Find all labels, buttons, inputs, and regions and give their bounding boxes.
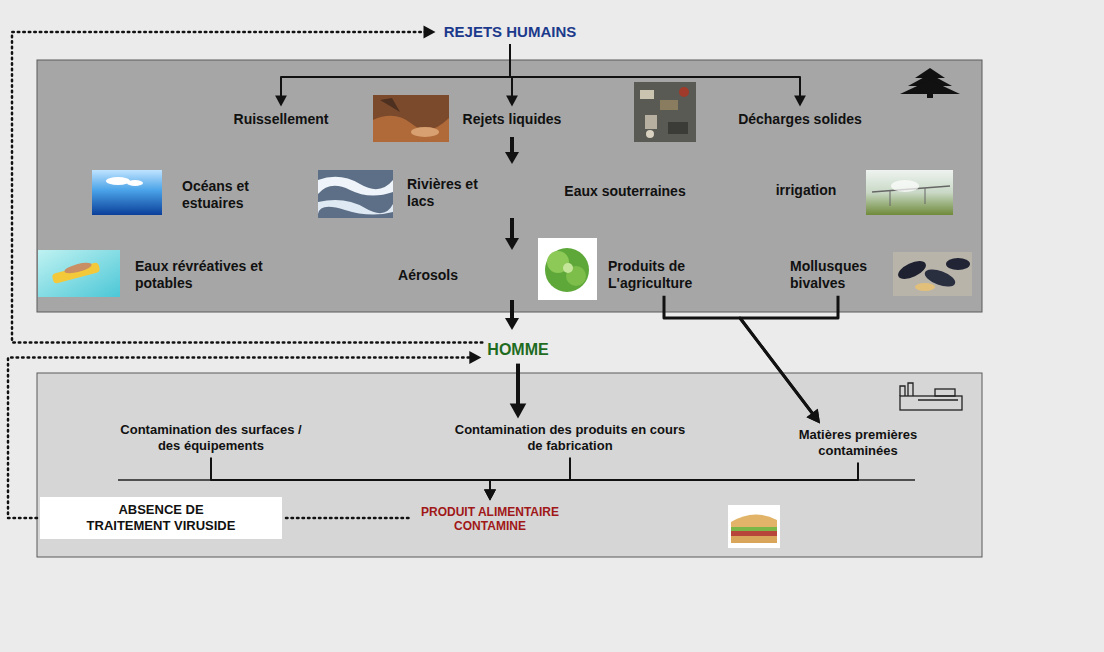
node-text: ABSENCE DE TRAITEMENT VIRUSIDE: [79, 502, 244, 533]
landfill-photo: [634, 82, 696, 142]
connector: [275, 44, 510, 107]
tree-icon: [900, 68, 960, 98]
arrow-head: [794, 96, 806, 107]
node-text: Contamination des produits en cours de f…: [450, 422, 690, 453]
flow-arrow: [505, 137, 519, 330]
connector-line: [286, 517, 410, 520]
connector: [664, 296, 820, 424]
arrow-head: [484, 490, 496, 501]
arrow-head: [510, 403, 527, 418]
arrow-head: [469, 351, 481, 364]
flow-label: Produits de L'agriculture: [606, 256, 722, 294]
arrow-head: [806, 409, 820, 424]
arrow-head: [506, 96, 518, 107]
connector: [740, 296, 838, 424]
connector-line: [490, 458, 570, 493]
node-text: REJETS HUMAINS: [442, 23, 579, 41]
arrow-head: [806, 409, 820, 424]
top-panel: [37, 60, 982, 312]
node-text: Décharges solides: [736, 111, 864, 128]
sewage-photo: [373, 95, 449, 142]
flow-label: Rejets liquides: [459, 109, 566, 130]
arrow-head: [484, 490, 496, 501]
connector: [510, 364, 527, 419]
node-text: Ruissellement: [232, 111, 331, 128]
lettuce-photo: [538, 238, 597, 300]
node-text: Océans et estuaires: [182, 178, 270, 212]
contamination-label: Contamination des surfaces / des équipem…: [109, 420, 313, 455]
flow-label: Décharges solides: [734, 109, 866, 130]
connector-line: [740, 296, 838, 416]
connector: [211, 458, 496, 501]
product-label: PRODUIT ALIMENTAIRE CONTAMINE: [414, 503, 566, 536]
connector: [484, 463, 858, 501]
factory-icon: [900, 383, 962, 410]
flow-label: Mollusques bivalves: [788, 256, 888, 294]
connector: [510, 44, 806, 107]
connector: [506, 44, 518, 107]
flow-label: Aérosols: [394, 265, 462, 286]
node-text: Aérosols: [396, 267, 460, 284]
ocean-photo: [92, 170, 162, 215]
node-text: irrigation: [774, 182, 839, 199]
arrow-head: [484, 490, 496, 501]
note-box: ABSENCE DE TRAITEMENT VIRUSIDE: [40, 497, 282, 539]
node-text: Eaux souterraines: [564, 183, 685, 200]
flow-label: Eaux souterraines: [562, 181, 687, 202]
node-text: Produits de L'agriculture: [608, 258, 720, 292]
node-text: Contamination des surfaces / des équipem…: [111, 422, 311, 453]
dotted-connector: [8, 351, 481, 518]
arrow-head: [424, 26, 436, 39]
node-text: Rivières et lacs: [407, 176, 495, 210]
connector-line: [211, 458, 490, 493]
pool-photo: [38, 250, 120, 297]
node-text: Matières premières contaminées: [784, 427, 932, 458]
connector-line: [516, 364, 520, 408]
contamination-label: Contamination des produits en cours de f…: [448, 420, 692, 455]
arrow-head: [275, 96, 287, 107]
contamination-label: Matières premières contaminées: [782, 425, 934, 460]
bottom-panel: [37, 373, 982, 557]
irrigation-photo: [866, 170, 953, 215]
source-label: REJETS HUMAINS: [440, 21, 581, 43]
node-text: Eaux révréatives et potables: [135, 258, 307, 292]
connector-line: [8, 358, 473, 518]
flow-label: Océans et estuaires: [180, 176, 272, 214]
mussel-photo: [893, 252, 972, 296]
node-text: Mollusques bivalves: [790, 258, 886, 292]
connector-line: [664, 296, 815, 416]
connector-line: [510, 44, 800, 99]
connector-line: [281, 44, 510, 99]
node-text: HOMME: [487, 340, 548, 359]
flow-label: irrigation: [772, 180, 841, 201]
flow-label: Eaux révréatives et potables: [133, 256, 309, 294]
node-text: Rejets liquides: [461, 111, 564, 128]
flow-label: Ruissellement: [230, 109, 333, 130]
sandwich-photo: [728, 505, 780, 548]
human-label: HOMME: [485, 338, 550, 361]
river-photo: [318, 170, 393, 218]
connector-line: [490, 463, 858, 493]
node-text: PRODUIT ALIMENTAIRE CONTAMINE: [416, 505, 564, 534]
flow-label: Rivières et lacs: [405, 174, 497, 212]
dotted-connector: [286, 518, 410, 519]
